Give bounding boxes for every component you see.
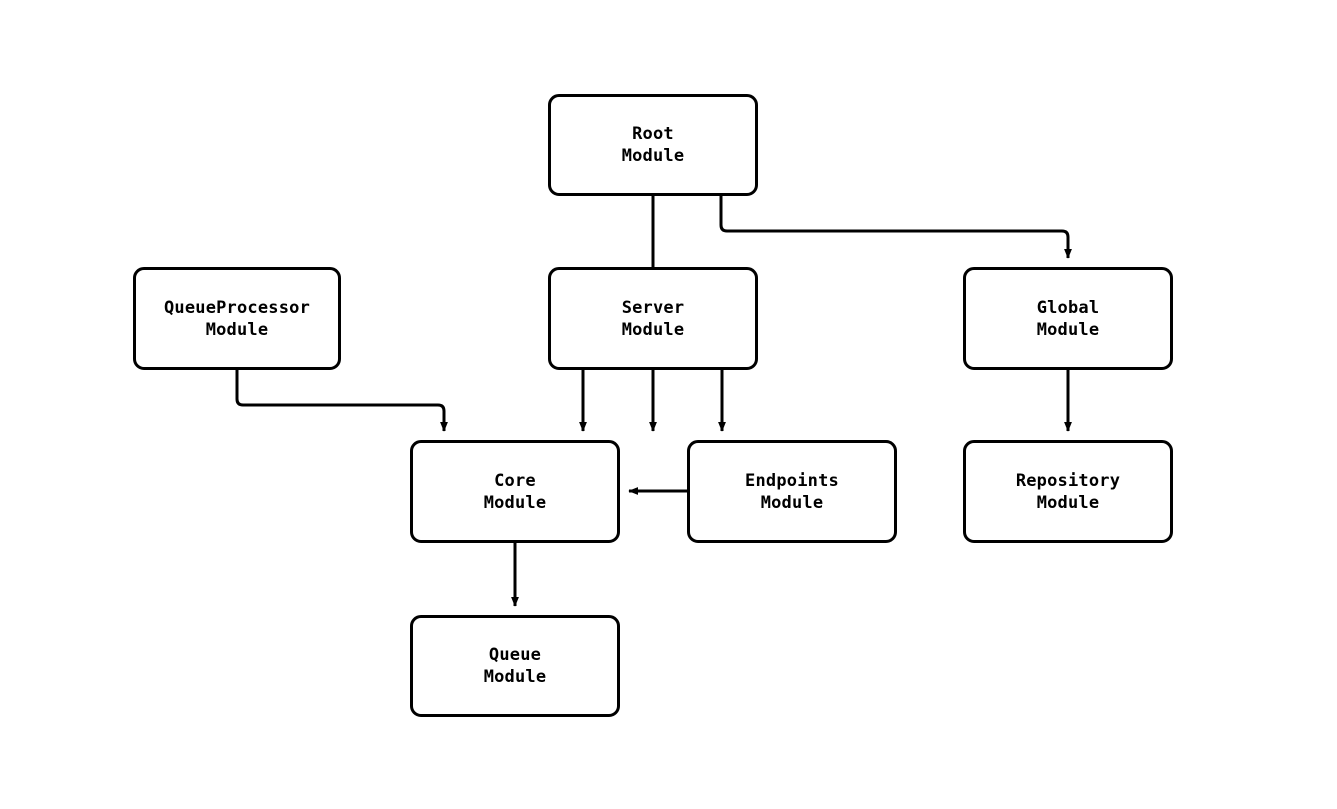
node-queue-module-label: Queue Module [483,645,547,687]
node-repository-module-label: Repository Module [1015,470,1121,513]
node-endpoints-module[interactable]: Endpoints Module [687,440,897,543]
edge-queueprocessor-to-core [235,370,448,432]
node-queue-module[interactable]: Queue Module [410,615,620,717]
node-endpoints-module-label: Endpoints Module [745,470,839,513]
node-core-module-label: Core Module [483,470,547,513]
node-repository-module[interactable]: Repository Module [963,440,1173,543]
node-global-module-label: Global Module [1036,297,1100,340]
edge-root-to-global [719,196,1072,259]
node-queueprocessor-module-label: QueueProcessor Module [163,297,311,340]
node-root-module[interactable]: Root Module [548,94,758,196]
node-queueprocessor-module[interactable]: QueueProcessor Module [133,267,341,370]
node-root-module-label: Root Module [621,124,685,166]
node-server-module-label: Server Module [621,297,685,340]
node-server-module[interactable]: Server Module [548,267,758,370]
node-core-module[interactable]: Core Module [410,440,620,543]
node-global-module[interactable]: Global Module [963,267,1173,370]
